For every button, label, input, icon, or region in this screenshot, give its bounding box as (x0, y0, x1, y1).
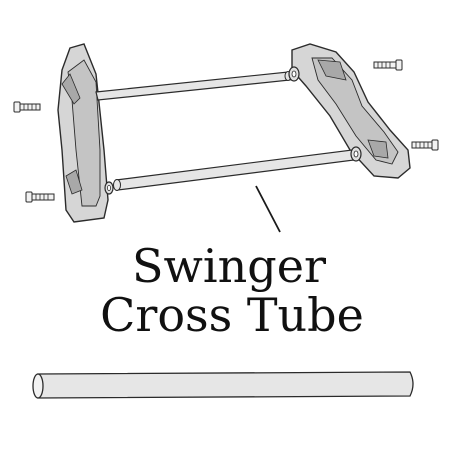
lower-left-bolt (25, 191, 55, 203)
lower-cross-tube (113, 149, 355, 191)
upper-right-bolt (373, 59, 403, 71)
label-line-cross-tube: Cross Tube (100, 288, 364, 342)
lower-right-washer (350, 146, 362, 162)
standalone-cross-tube (32, 371, 414, 399)
upper-left-bolt (13, 101, 41, 113)
left-side-frame (57, 43, 109, 223)
lower-right-bolt (411, 139, 439, 151)
upper-cross-tube (95, 71, 292, 101)
leader-line (255, 185, 281, 233)
lower-left-washer (104, 181, 114, 195)
right-side-frame (291, 43, 411, 179)
label-line-swinger: Swinger (132, 239, 326, 293)
upper-right-washer (288, 66, 300, 82)
